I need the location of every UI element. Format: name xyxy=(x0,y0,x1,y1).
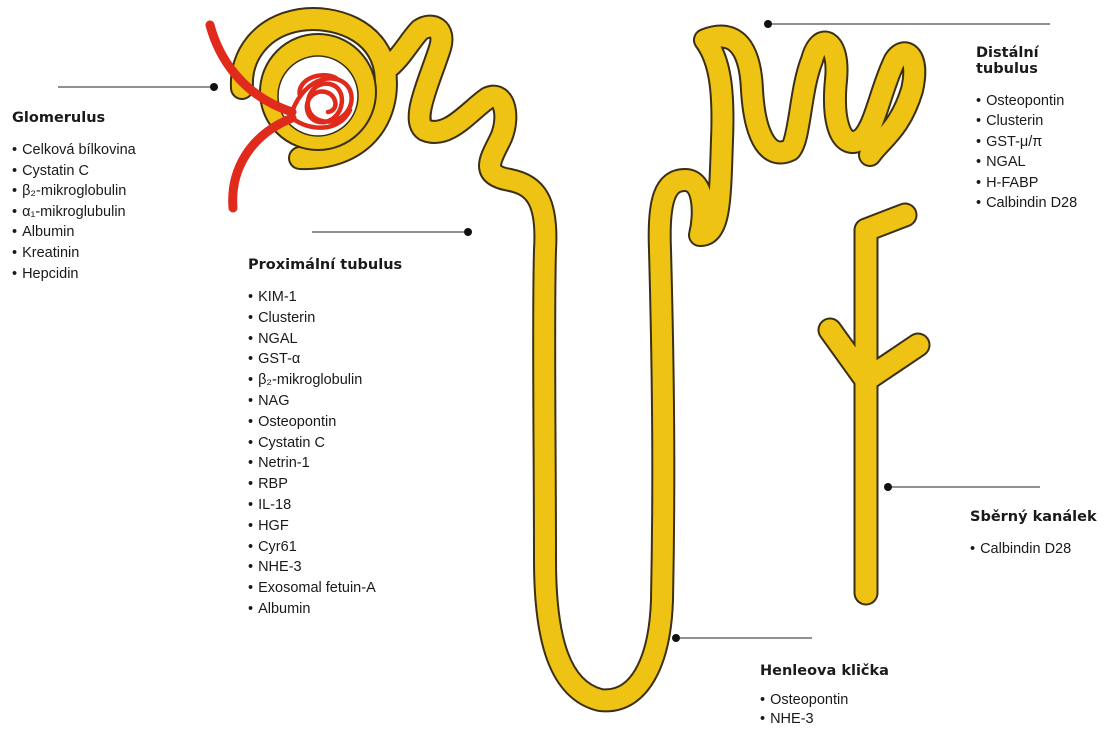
marker-item: Calbindin D28 xyxy=(976,193,1105,213)
marker-item: Celková bílkovina xyxy=(12,140,136,161)
marker-item: NGAL xyxy=(976,152,1105,172)
collecting-duct-title: Sběrný kanálek xyxy=(970,509,1097,525)
collecting-marker-list: Calbindin D28 xyxy=(970,539,1097,560)
marker-item: β₂-mikroglobulin xyxy=(248,370,402,391)
marker-item: H-FABP xyxy=(976,173,1105,193)
marker-item: NHE-3 xyxy=(760,710,889,729)
proximal-tubule-title: Proximální tubulus xyxy=(248,257,402,273)
marker-item: Clusterin xyxy=(976,111,1105,131)
marker-item: Albumin xyxy=(248,599,402,620)
glomerulus-title: Glomerulus xyxy=(12,110,136,126)
marker-item: NGAL xyxy=(248,329,402,350)
marker-item: Exosomal fetuin-A xyxy=(248,578,402,599)
marker-item: IL-18 xyxy=(248,495,402,516)
marker-item: α₁-mikroglubulin xyxy=(12,202,136,223)
marker-item: HGF xyxy=(248,516,402,537)
distal-tubule-title: Distální tubulus xyxy=(976,45,1105,77)
distal-marker-list: Osteopontin Clusterin GST-μ/π NGAL H-FAB… xyxy=(976,91,1105,213)
marker-item: β₂-mikroglobulin xyxy=(12,181,136,202)
marker-item: Osteopontin xyxy=(976,91,1105,111)
marker-item: Cystatin C xyxy=(12,161,136,182)
marker-item: KIM-1 xyxy=(248,287,402,308)
leader-dot-glomerulus xyxy=(210,83,218,91)
marker-item: GST-μ/π xyxy=(976,132,1105,152)
marker-item: Clusterin xyxy=(248,308,402,329)
glomerulus-panel: Glomerulus Celková bílkovina Cystatin C … xyxy=(12,110,136,284)
marker-item: Hepcidin xyxy=(12,264,136,285)
leader-dot-proximal xyxy=(464,228,472,236)
proximal-tubule-panel: Proximální tubulus KIM-1 Clusterin NGAL … xyxy=(248,257,402,620)
distal-tubule-panel: Distální tubulus Osteopontin Clusterin G… xyxy=(976,45,1105,213)
glomerulus-marker-list: Celková bílkovina Cystatin C β₂-mikroglo… xyxy=(12,140,136,284)
collecting-duct-panel: Sběrný kanálek Calbindin D28 xyxy=(970,509,1097,560)
henle-loop-title: Henleova klička xyxy=(760,663,889,679)
marker-item: RBP xyxy=(248,474,402,495)
marker-item: Cyr61 xyxy=(248,537,402,558)
collecting-duct xyxy=(830,215,918,593)
marker-item: Albumin xyxy=(12,222,136,243)
marker-item: Cystatin C xyxy=(248,433,402,454)
marker-item: NAG xyxy=(248,391,402,412)
marker-item: GST-α xyxy=(248,349,402,370)
marker-item: NHE-3 xyxy=(248,557,402,578)
leader-dot-henle xyxy=(672,634,680,642)
henle-loop-panel: Henleova klička Osteopontin NHE-3 xyxy=(760,663,889,729)
marker-item: Kreatinin xyxy=(12,243,136,264)
marker-item: Netrin-1 xyxy=(248,453,402,474)
marker-item: Osteopontin xyxy=(248,412,402,433)
marker-item: Osteopontin xyxy=(760,691,889,710)
marker-item: Calbindin D28 xyxy=(970,539,1097,560)
proximal-marker-list: KIM-1 Clusterin NGAL GST-α β₂-mikroglobu… xyxy=(248,287,402,620)
collecting-duct-fill xyxy=(830,215,918,593)
henle-marker-list: Osteopontin NHE-3 xyxy=(760,691,889,729)
leader-dot-collecting xyxy=(884,483,892,491)
leader-dot-distal xyxy=(764,20,772,28)
